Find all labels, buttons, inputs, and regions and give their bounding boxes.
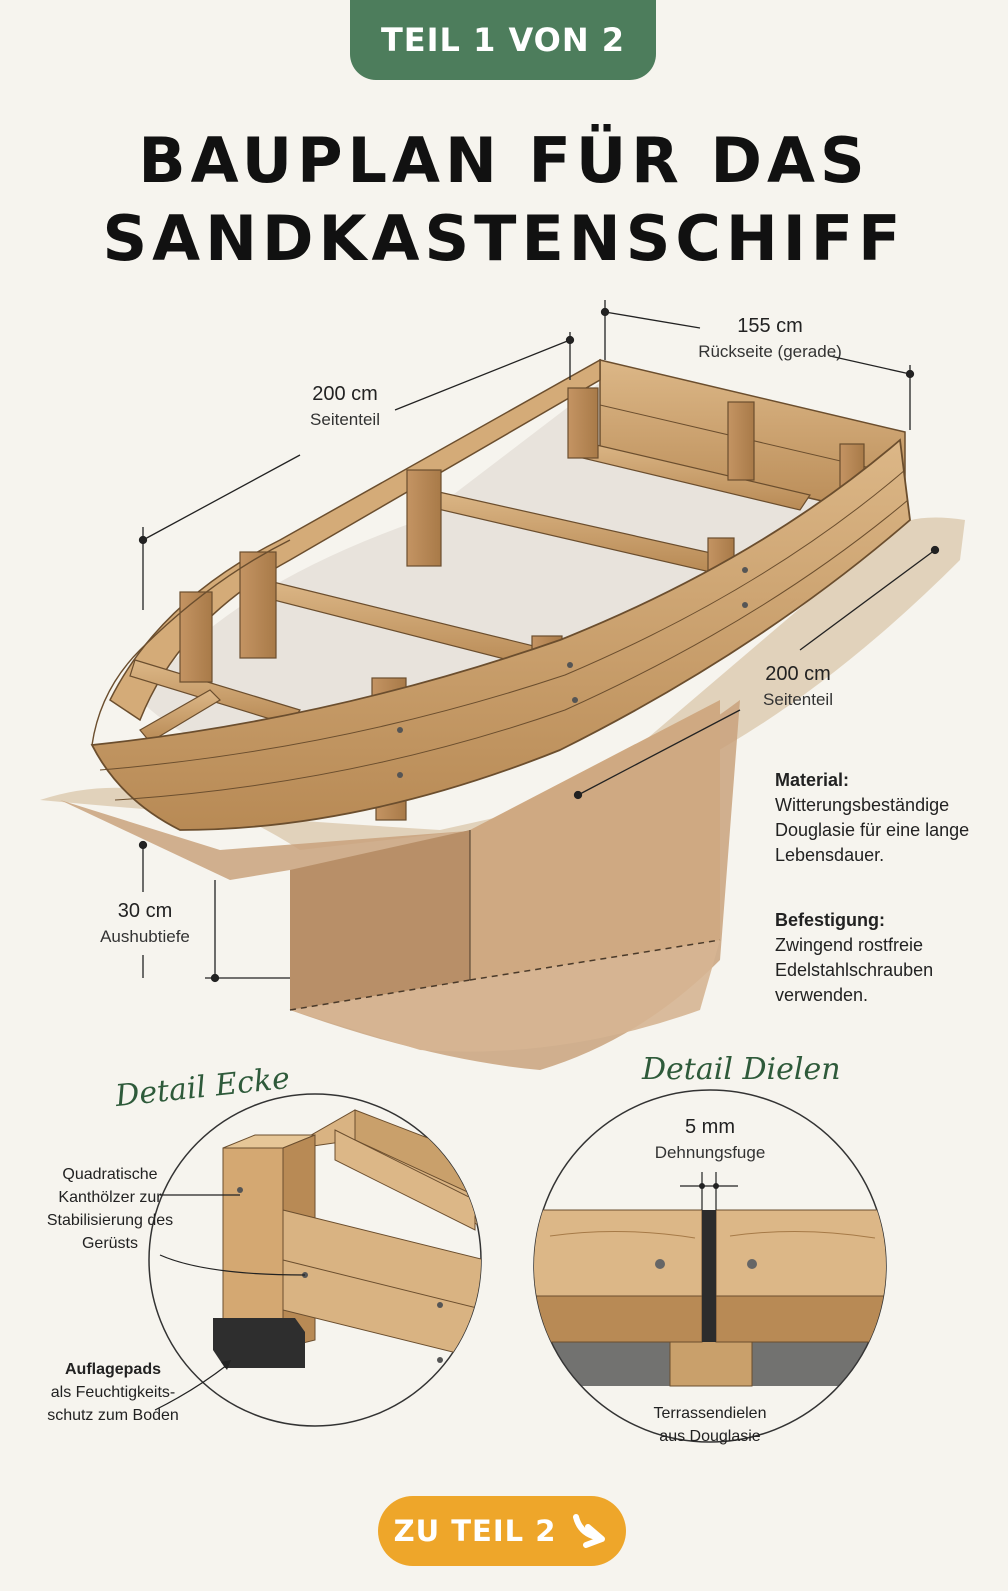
dim-back-sub: Rückseite (gerade) xyxy=(698,342,842,361)
callout-pads: Auflagepads als Feuchtigkeits- schutz zu… xyxy=(38,1358,188,1427)
dim-depth-sub: Aushubtiefe xyxy=(100,927,190,946)
dim-depth-value: 30 cm xyxy=(117,900,173,922)
dim-back: 155 cm Rückseite (gerade) xyxy=(680,315,860,362)
detail-planks-illustration xyxy=(533,1089,887,1443)
detail-planks-title: Detail Dielen xyxy=(642,1052,841,1087)
note-fastening-text: Zwingend rostfreie Edelstahlschrauben ve… xyxy=(775,935,934,1005)
dim-depth: 30 cm Aushubtiefe xyxy=(85,900,205,947)
callout-decking-text: Terrassendielen aus Douglasie xyxy=(653,1405,767,1445)
dim-gap: 5 mm Dehnungsfuge xyxy=(640,1116,780,1163)
dim-side-right: 200 cm Seitenteil xyxy=(738,663,858,710)
boat-illustration xyxy=(40,300,965,1070)
page-title: BAUPLAN FÜR DAS SANDKASTENSCHIFF xyxy=(0,122,1008,278)
next-part-label: ZU TEIL 2 xyxy=(393,1514,557,1548)
note-material-heading: Material: xyxy=(775,770,850,790)
callout-pads-heading: Auflagepads xyxy=(64,1361,161,1378)
dim-back-value: 155 cm xyxy=(737,315,803,337)
callout-posts: Quadratische Kanthölzer zur Stabilisieru… xyxy=(40,1163,180,1255)
note-fastening: Befestigung: Zwingend rostfreie Edelstah… xyxy=(775,908,975,1008)
dim-side-top-sub: Seitenteil xyxy=(310,410,380,429)
title-line-1: BAUPLAN FÜR DAS xyxy=(138,124,870,197)
dim-gap-label: Dehnungsfuge xyxy=(654,1143,766,1162)
arrow-down-right-icon xyxy=(573,1514,606,1548)
dim-side-top: 200 cm Seitenteil xyxy=(285,383,405,430)
note-material-text: Witterungsbeständige Douglasie für eine … xyxy=(775,795,970,865)
next-part-button[interactable]: ZU TEIL 2 xyxy=(378,1496,626,1566)
callout-decking: Terrassendielen aus Douglasie xyxy=(640,1402,780,1448)
part-badge: TEIL 1 VON 2 xyxy=(350,0,656,80)
title-line-2: SANDKASTENSCHIFF xyxy=(102,202,906,275)
detail-corner-illustration xyxy=(148,1093,482,1427)
dim-gap-value: 5 mm xyxy=(685,1116,735,1138)
part-badge-label: TEIL 1 VON 2 xyxy=(380,21,626,59)
dimension-lines xyxy=(138,300,940,983)
dim-side-top-value: 200 cm xyxy=(312,383,378,405)
dim-side-right-sub: Seitenteil xyxy=(763,690,833,709)
note-material: Material: Witterungsbeständige Douglasie… xyxy=(775,768,995,868)
callout-posts-text: Quadratische Kanthölzer zur Stabilisieru… xyxy=(46,1166,174,1252)
note-fastening-heading: Befestigung: xyxy=(775,910,885,930)
callout-pads-text: als Feuchtigkeits- schutz zum Boden xyxy=(47,1384,179,1424)
dim-side-right-value: 200 cm xyxy=(765,663,831,685)
